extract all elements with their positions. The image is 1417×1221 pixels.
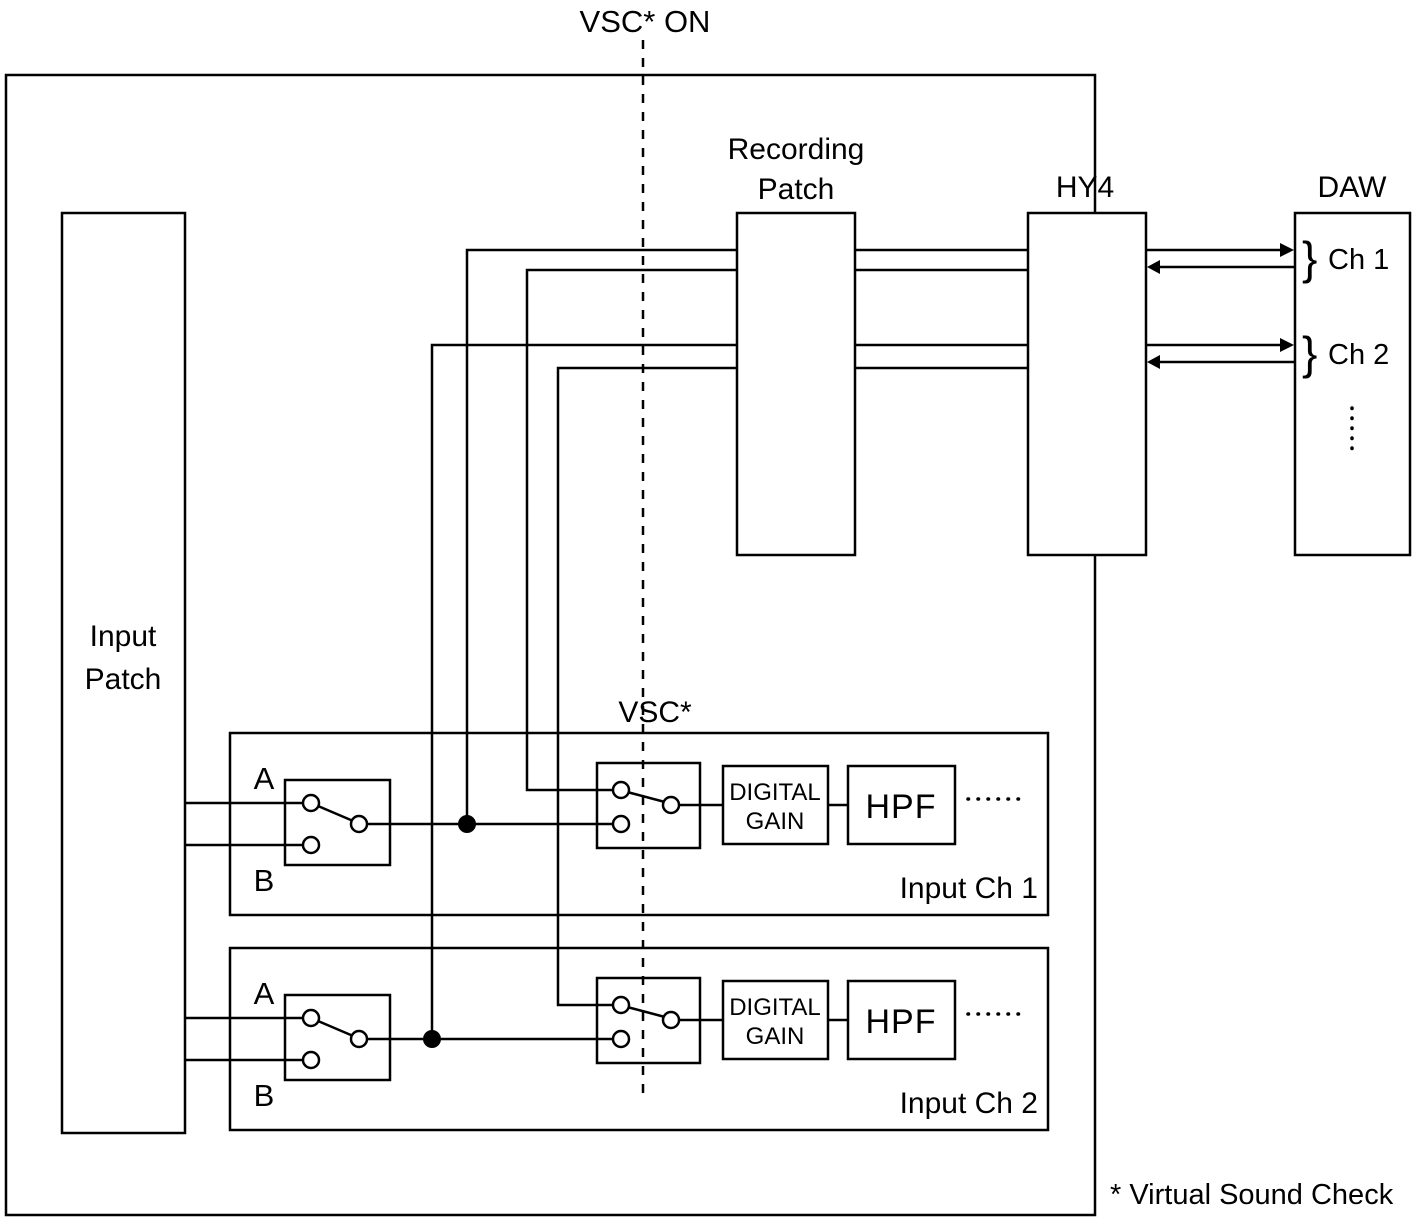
ch2-vsc-common-contact bbox=[661, 1010, 681, 1030]
ch2-contact-b bbox=[301, 1050, 321, 1070]
daw-box bbox=[1293, 211, 1412, 557]
input-ch2-box bbox=[228, 946, 1050, 1132]
wires bbox=[185, 248, 1028, 1062]
recording-patch-label-line1: Recording bbox=[728, 133, 865, 166]
hy4-daw-arrows bbox=[1146, 243, 1295, 369]
ch2-junction-dot bbox=[423, 1030, 441, 1048]
recording-patch-label-line2: Patch bbox=[758, 173, 835, 206]
ch2-ab-common-contact bbox=[349, 1029, 369, 1049]
daw-label: DAW bbox=[1318, 171, 1388, 204]
ch1-ab-switch-arm bbox=[317, 804, 353, 822]
labels: VSC* ON Recording Patch HY4 DAW } Ch 1 }… bbox=[85, 4, 1394, 1211]
ch2-contact-a bbox=[301, 1008, 321, 1028]
arrow-to-daw-ch1-head-icon bbox=[1280, 243, 1294, 257]
ch1-junction-dot bbox=[458, 815, 476, 833]
ch2-name-label: Input Ch 2 bbox=[900, 1087, 1038, 1120]
hy4-card-box bbox=[1026, 211, 1148, 557]
ch2-digital-gain-label-line1: DIGITAL bbox=[729, 994, 821, 1021]
switch-contacts bbox=[301, 780, 681, 1070]
arrow-to-daw-ch2-head-icon bbox=[1280, 338, 1294, 352]
daw-ch1-brace: } bbox=[1302, 232, 1317, 284]
vsc-switch-label: VSC* bbox=[618, 696, 692, 729]
ch1-ab-common-contact bbox=[349, 814, 369, 834]
vsc-on-title: VSC* ON bbox=[580, 4, 711, 39]
recording-patch-box bbox=[735, 211, 857, 557]
ch1-input-b-label: B bbox=[254, 863, 275, 898]
input-ch1-box bbox=[228, 731, 1050, 917]
ch1-digital-gain-label-line2: GAIN bbox=[746, 808, 805, 835]
input-patch-label-line1: Input bbox=[90, 620, 157, 653]
input-patch-label-line2: Patch bbox=[85, 663, 162, 696]
arrow-from-daw-ch1-head-icon bbox=[1147, 260, 1160, 274]
ch2-input-a-label: A bbox=[254, 976, 275, 1011]
input-ch1-block bbox=[228, 731, 1050, 917]
arrow-from-daw-ch2-head-icon bbox=[1147, 355, 1160, 369]
ch2-vsc-switch-arm bbox=[628, 1006, 664, 1018]
input-ch2-block bbox=[228, 946, 1050, 1132]
ch2-record-send-wire bbox=[430, 343, 1028, 1039]
ch2-hpf-box bbox=[846, 979, 957, 1061]
ch2-input-b-label: B bbox=[254, 1078, 275, 1113]
hy4-label: HY4 bbox=[1056, 171, 1114, 204]
ch1-vsc-playback-contact bbox=[611, 780, 631, 800]
ch1-vsc-switch-arm bbox=[628, 791, 664, 803]
ch1-ab-select-switch-box bbox=[283, 778, 392, 867]
ch1-input-a-label: A bbox=[254, 761, 275, 796]
footnote-label: * Virtual Sound Check bbox=[1110, 1179, 1394, 1211]
ch1-digital-gain-label-line1: DIGITAL bbox=[729, 779, 821, 806]
ch2-vsc-live-contact bbox=[611, 1029, 631, 1049]
ch1-hpf-label: HPF bbox=[866, 788, 937, 826]
ch1-contact-b bbox=[301, 835, 321, 855]
ch1-vsc-live-contact bbox=[611, 814, 631, 834]
input-patch-box bbox=[60, 211, 187, 1135]
daw-ch2-label: Ch 2 bbox=[1328, 339, 1389, 371]
ch2-ab-select-switch-box bbox=[283, 993, 392, 1082]
ch1-name-label: Input Ch 1 bbox=[900, 872, 1038, 905]
daw-ch2-brace: } bbox=[1302, 327, 1317, 379]
ch1-contact-a bbox=[301, 793, 321, 813]
daw-ch1-label: Ch 1 bbox=[1328, 244, 1389, 276]
ch2-ab-switch-arm bbox=[317, 1019, 353, 1037]
ch2-digital-gain-label-line2: GAIN bbox=[746, 1023, 805, 1050]
ch2-vsc-playback-contact bbox=[611, 995, 631, 1015]
ch1-hpf-box bbox=[846, 764, 957, 846]
console-boundary-box bbox=[4, 73, 1097, 1217]
ch1-vsc-common-contact bbox=[661, 795, 681, 815]
ch1-digital-gain-box bbox=[721, 764, 830, 846]
ch2-hpf-label: HPF bbox=[866, 1003, 937, 1041]
